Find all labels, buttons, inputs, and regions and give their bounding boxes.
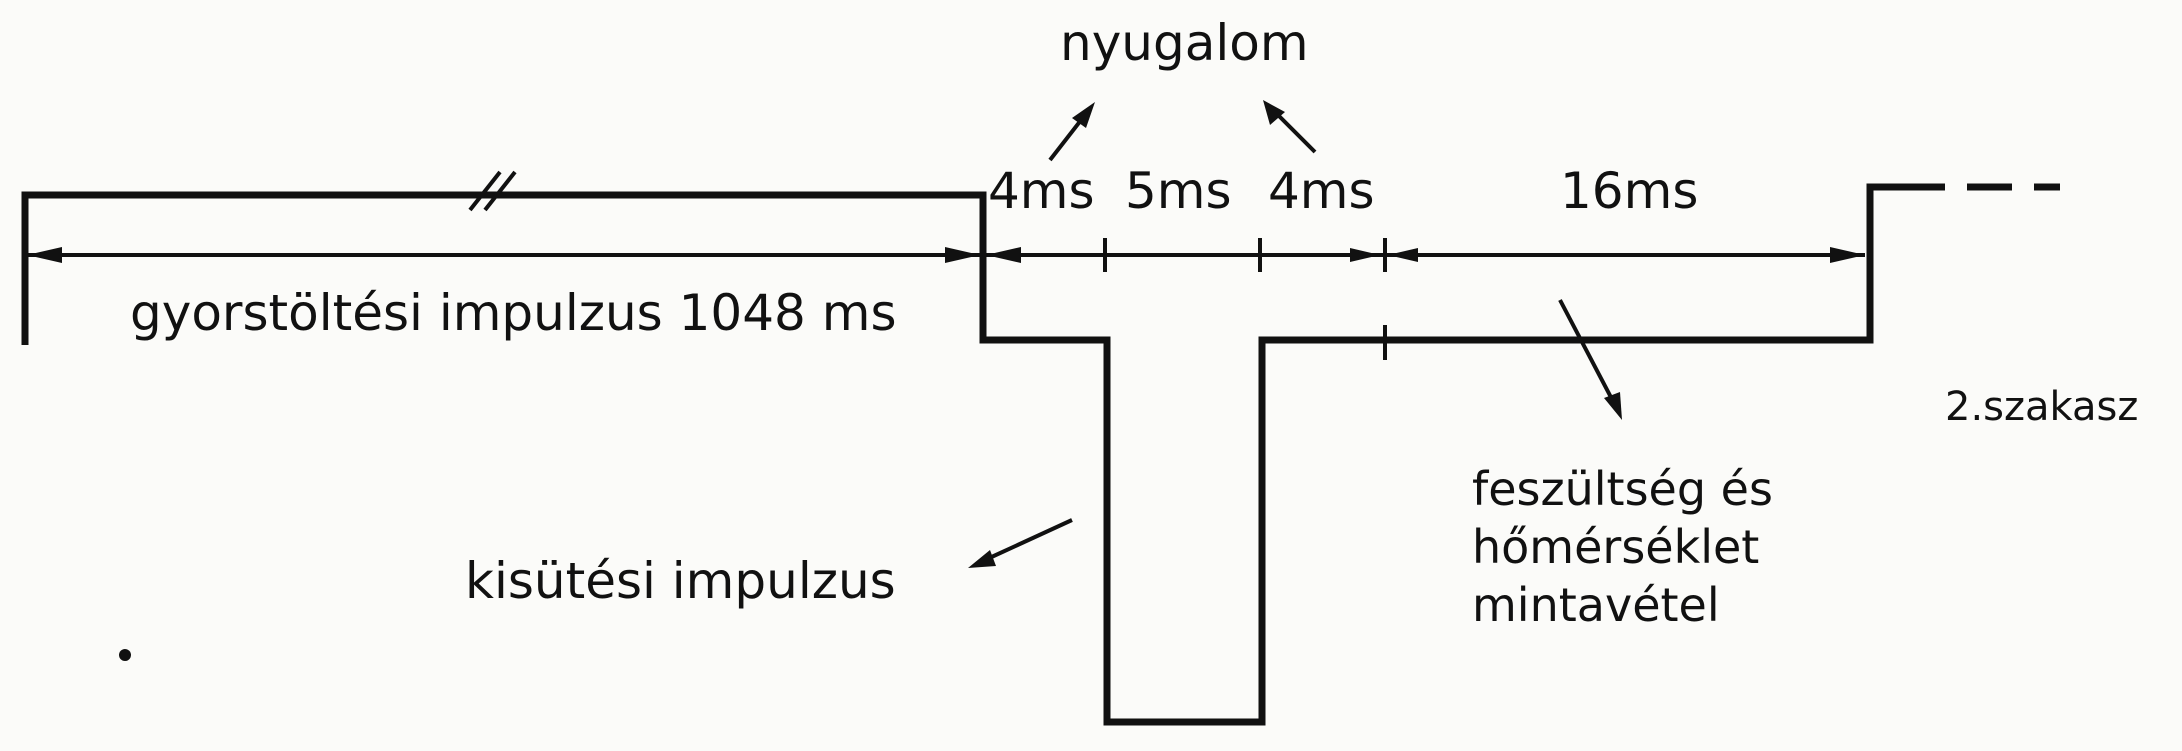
- pulse-waveform: [21, 183, 1900, 726]
- sampling-pointer: [1558, 299, 1617, 406]
- break-mark-1: [468, 170, 502, 212]
- duration-16ms: 16ms: [1560, 162, 1698, 220]
- sampling-label-2: hőmérséklet: [1472, 520, 1759, 574]
- stray-dot: [119, 649, 131, 661]
- dim-arrow-t3-left: [1350, 248, 1380, 262]
- rest-arrow-left-head: [1072, 102, 1095, 128]
- duration-4ms-b: 4ms: [1268, 162, 1375, 220]
- sampling-pointer-head: [1604, 392, 1622, 420]
- dim-arrow-mid-right: [986, 247, 1021, 263]
- dim-arrow-left: [27, 247, 62, 263]
- sampling-label-1: feszültség és: [1472, 462, 1773, 516]
- duration-5ms: 5ms: [1125, 162, 1232, 220]
- discharge-pulse-label: kisütési impulzus: [465, 552, 896, 610]
- charge-pulse-label: gyorstöltési impulzus 1048 ms: [130, 284, 897, 342]
- rest-arrow-right: [1273, 110, 1317, 154]
- dim-arrow-right: [1830, 247, 1865, 263]
- duration-4ms-a: 4ms: [988, 162, 1095, 220]
- rest-arrow-right-head: [1263, 100, 1285, 125]
- dim-arrow-mid-left: [945, 247, 980, 263]
- section-label: 2.szakasz: [1945, 384, 2138, 430]
- rest-label: nyugalom: [1060, 14, 1309, 72]
- dim-arrow-t4-right: [1388, 248, 1418, 262]
- break-mark-2: [483, 170, 517, 212]
- discharge-pointer-head: [968, 550, 996, 568]
- sampling-label-3: mintavétel: [1472, 578, 1720, 632]
- discharge-pointer: [984, 518, 1073, 562]
